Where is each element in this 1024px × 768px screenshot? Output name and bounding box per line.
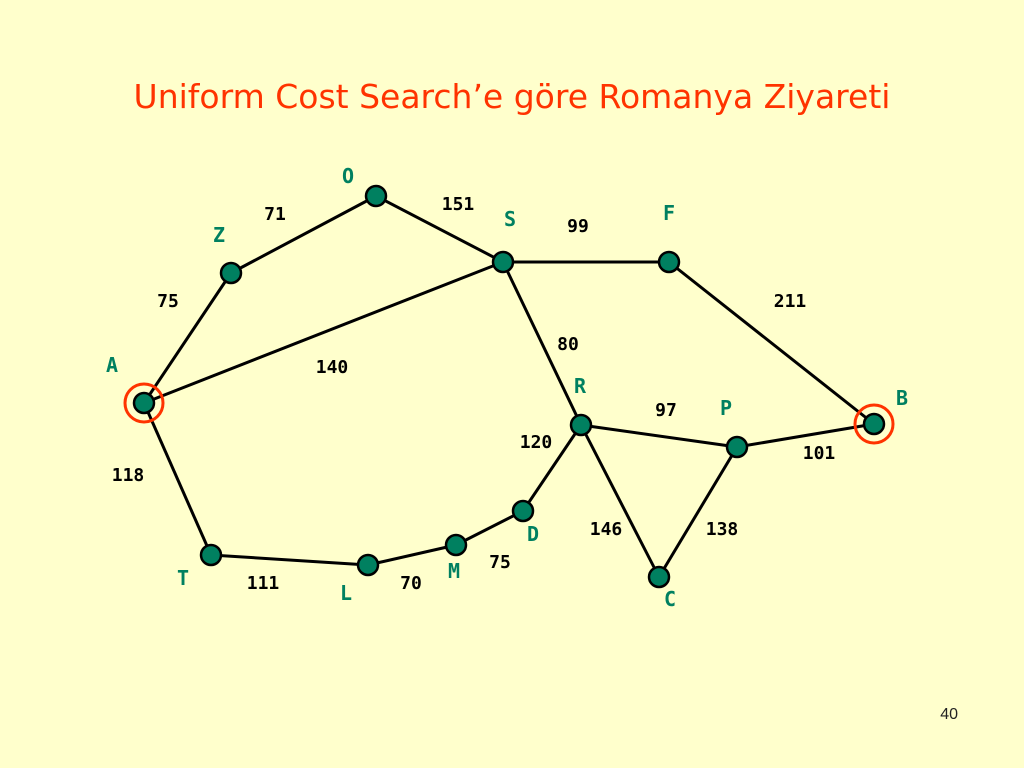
node-p [725,435,749,459]
edge-cost-label: 111 [247,573,280,594]
edge-f-b [668,260,875,426]
node-d [511,499,535,523]
node-f [657,250,681,274]
edge-l-m [367,543,457,567]
edge-cost-label: 75 [157,291,179,312]
node-t [199,543,223,567]
node-label-c: C [664,587,676,611]
page-number: 40 [940,706,958,723]
node-o [364,184,388,208]
edge-cost-label: 211 [774,291,807,312]
edge-labels-layer: 75 71 151 140 99 211 80 97 101 146 138 118 111 70 75 12… [112,194,836,594]
edge-cost-label: 97 [655,400,677,421]
edge-p-c [657,446,739,578]
edge-r-c [579,424,661,578]
edge-o-s [375,194,504,264]
node-label-d: D [527,522,539,546]
edge-cost-label: 140 [316,357,349,378]
node-labels-layer: A Z O S F B R P C T L M D [106,164,908,611]
edge-cost-label: 146 [590,519,623,540]
edge-r-p [580,423,738,449]
highlight-ring-b [853,403,895,445]
edge-z-o [230,194,377,275]
node-label-f: F [663,201,675,225]
node-label-m: M [448,559,460,583]
edge-d-r [521,424,583,512]
edge-cost-label: 70 [400,573,422,594]
edge-p-b [736,422,875,449]
edge-cost-label: 138 [706,519,739,540]
edge-a-z [142,272,233,404]
edges-layer [142,194,875,578]
edge-cost-label: 71 [264,204,286,225]
node-m [444,533,468,557]
edge-a-s [143,260,504,405]
node-label-s: S [504,207,516,231]
highlight-ring-a [123,382,165,424]
node-label-z: Z [213,223,225,247]
edge-cost-label: 99 [567,216,589,237]
edge-cost-label: 75 [489,552,511,573]
edge-cost-label: 101 [803,443,836,464]
node-s [491,250,515,274]
edge-cost-label: 80 [557,334,579,355]
edge-t-l [210,553,369,567]
node-label-o: O [342,164,354,188]
node-label-r: R [574,374,587,398]
node-z [219,261,243,285]
edge-m-d [455,509,524,547]
node-label-l: L [340,581,352,605]
edge-cost-label: 151 [442,194,475,215]
slide-title: Uniform Cost Search’e göre Romanya Ziyar… [133,77,891,116]
node-r [569,413,593,437]
node-a [132,391,156,415]
node-b [862,412,886,436]
edge-s-r [501,261,583,426]
node-c [647,565,671,589]
edge-cost-label: 120 [520,432,553,453]
node-label-p: P [720,396,732,420]
node-l [356,553,380,577]
node-label-b: B [896,386,908,410]
node-label-t: T [177,566,189,590]
nodes-layer [123,184,895,589]
edge-cost-label: 118 [112,465,145,486]
edge-a-t [142,402,213,556]
node-label-a: A [106,353,118,377]
